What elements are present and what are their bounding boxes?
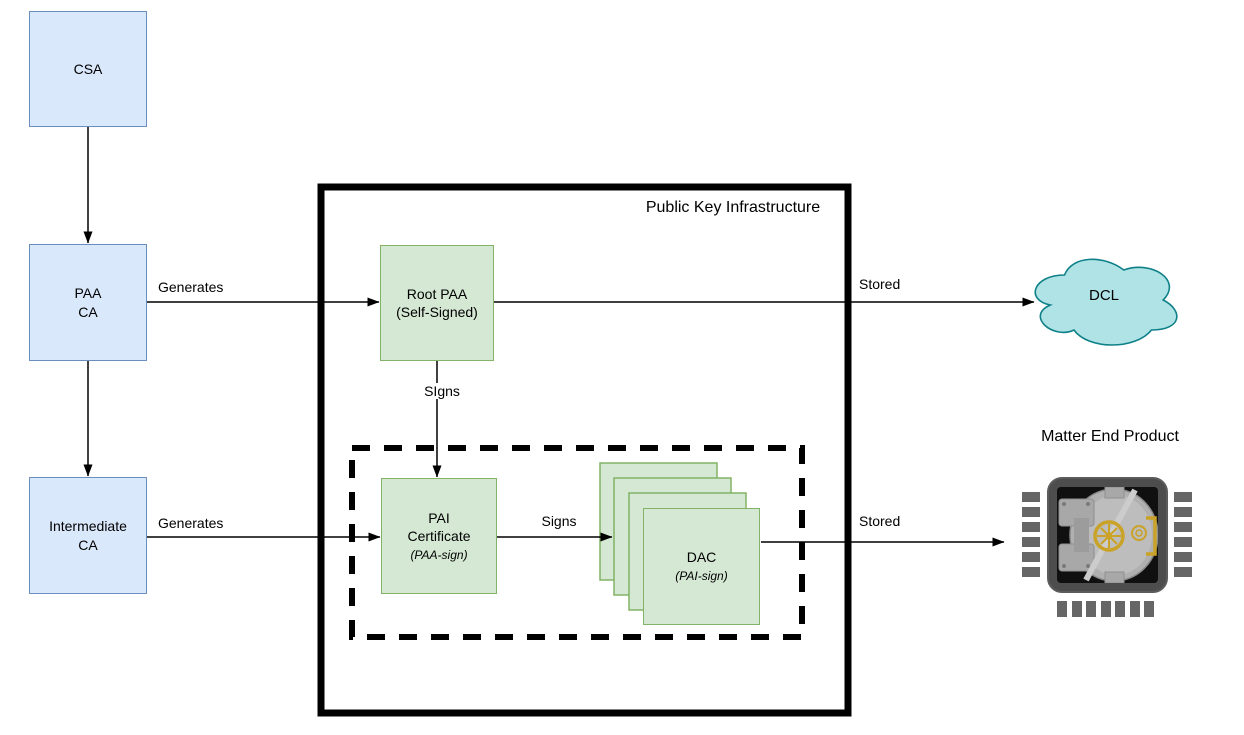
edge-label-stored-bottom: Stored bbox=[856, 513, 904, 529]
pai-certificate-title: PAI Certificate bbox=[407, 509, 471, 544]
root-paa-node: Root PAA (Self-Signed) bbox=[380, 245, 494, 361]
pai-certificate-subtitle: (PAA-sign) bbox=[410, 547, 468, 562]
matter-chip-icon bbox=[1022, 477, 1192, 617]
dcl-cloud-label: DCL bbox=[1088, 287, 1119, 304]
pki-boundary-box bbox=[317, 183, 852, 717]
chip-pins bbox=[1022, 492, 1192, 617]
matter-end-product-label: Matter End Product bbox=[1041, 428, 1179, 445]
paa-ca-node-label: PAA CA bbox=[74, 285, 102, 320]
dac-node-title: DAC bbox=[686, 549, 717, 566]
edge-label-signs-vertical: SIgns bbox=[408, 383, 476, 399]
root-paa-node-label: Root PAA (Self-Signed) bbox=[396, 285, 478, 320]
pai-certificate-node: PAI Certificate (PAA-sign) bbox=[381, 478, 497, 594]
intermediate-ca-node-label: Intermediate CA bbox=[49, 518, 127, 553]
edge-label-generates-top: Generates bbox=[155, 279, 227, 295]
csa-node-label: CSA bbox=[73, 60, 103, 77]
vault-gold-wheel bbox=[1093, 516, 1157, 556]
dac-node: DAC (PAI-sign) bbox=[643, 508, 760, 625]
dcl-cloud-shape bbox=[1034, 258, 1178, 346]
edge-label-signs-horizontal: Signs bbox=[523, 513, 595, 529]
csa-node: CSA bbox=[29, 11, 147, 127]
edge-label-stored-top: Stored bbox=[856, 276, 904, 292]
dac-node-subtitle: (PAI-sign) bbox=[675, 569, 728, 584]
edge-label-generates-bottom: Generates bbox=[155, 515, 227, 531]
paa-ca-node: PAA CA bbox=[29, 244, 147, 361]
vault-door-image bbox=[1058, 487, 1158, 583]
pki-boundary-label: Public Key Infrastructure bbox=[645, 199, 821, 216]
intermediate-ca-node: Intermediate CA bbox=[29, 477, 147, 594]
